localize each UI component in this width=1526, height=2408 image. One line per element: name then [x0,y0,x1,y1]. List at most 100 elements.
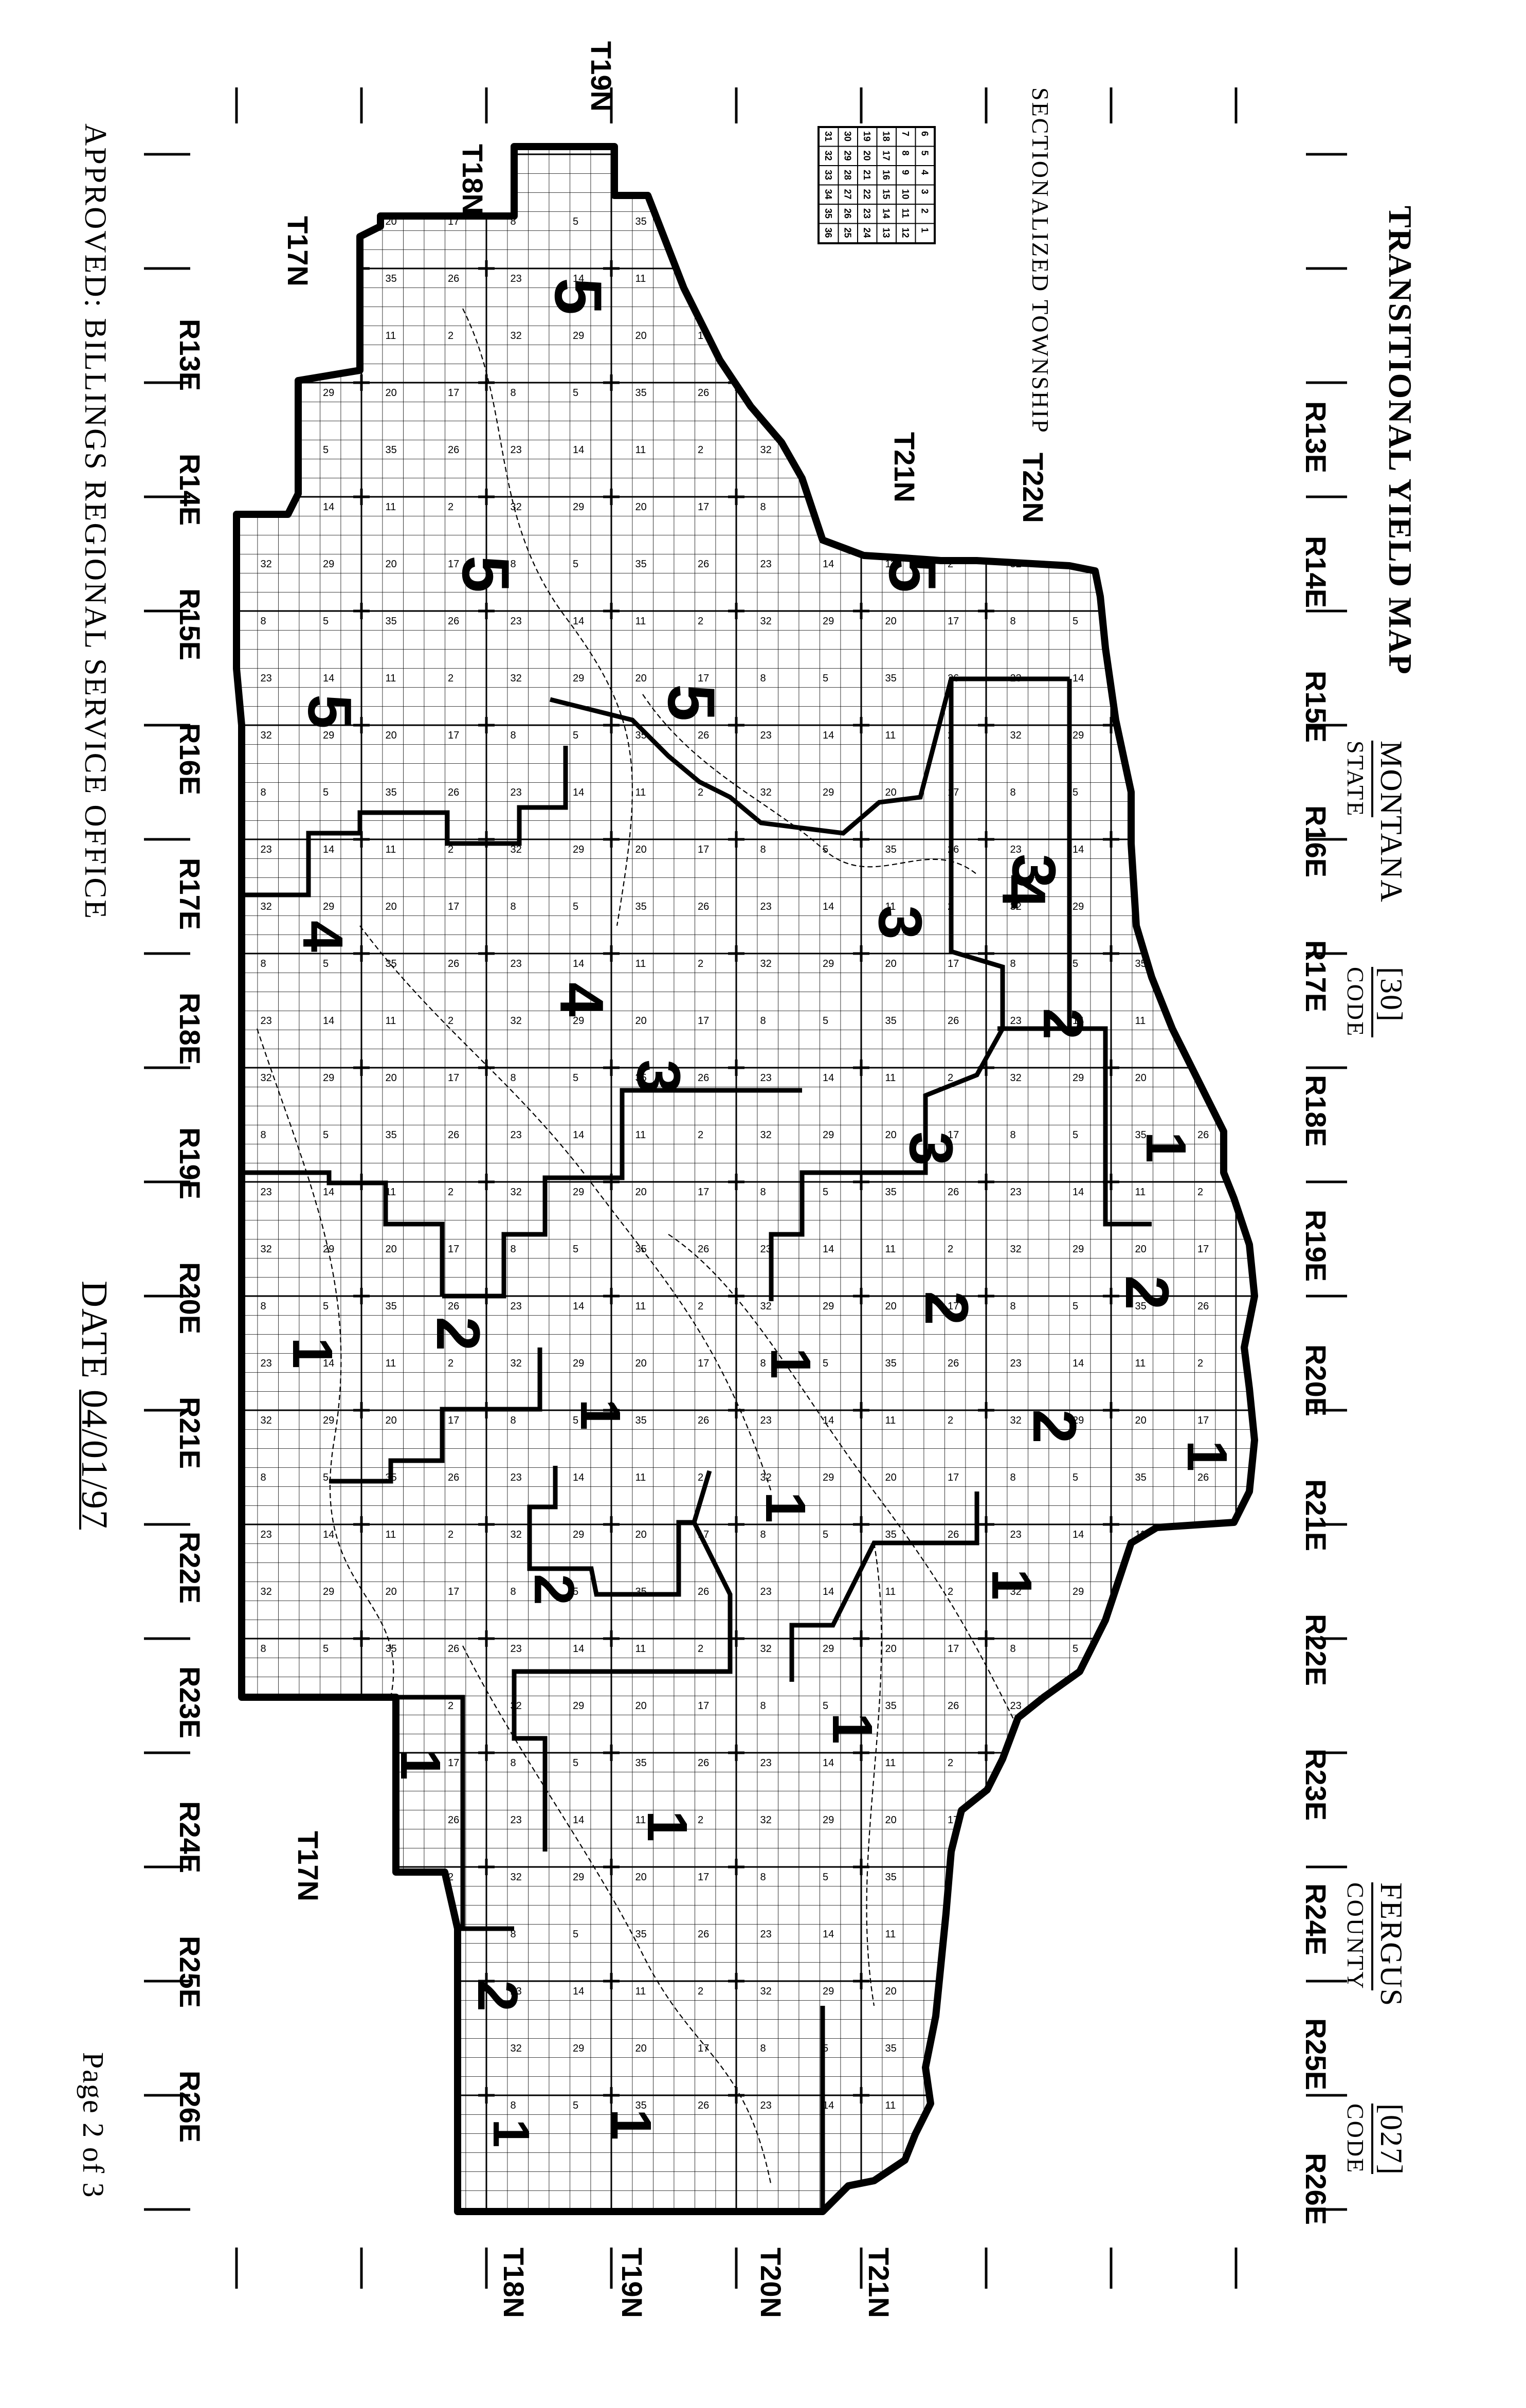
section-number: 8 [261,1301,266,1312]
corner-mark [853,1630,869,1647]
legend-cell-number: 36 [823,228,833,238]
yield-zone-line [442,1088,802,1299]
section-number: 14 [823,2100,834,2111]
section-number: 26 [948,330,959,342]
yield-zone-line [527,1466,712,1597]
section-number: 2 [698,273,703,284]
section-number: 32 [261,1072,272,1084]
corner-mark [603,831,620,848]
section-number: 29 [323,1244,334,1255]
section-number: 5 [323,273,329,284]
date-value: 04/01/97 [74,1389,115,1530]
corner-mark [353,1288,370,1304]
range-label-right: R15E [1300,671,1332,743]
section-number: 26 [1197,1814,1209,1826]
township-label-top-right: T21N [888,432,921,502]
section-number: 5 [823,673,828,684]
section-number: 32 [760,273,772,284]
corner-mark [853,1859,869,1875]
section-number: 29 [1073,1415,1084,1426]
corner-mark [478,489,495,505]
corner-mark [603,489,620,505]
corner-mark [353,831,370,848]
corner-mark [603,603,620,619]
section-number: 14 [823,1757,834,1769]
section-number: 35 [635,1244,647,1255]
corner-mark [978,1288,994,1304]
range-label-right: R20E [1300,1344,1332,1416]
legend-title-text: SECTIONALIZED TOWNSHIP [1027,87,1053,434]
section-number: 11 [885,901,896,912]
section-number: 2 [698,958,703,969]
section-number: 20 [386,730,397,741]
section-number: 23 [1010,1529,1022,1540]
section-number: 32 [261,901,272,912]
corner-mark [978,260,994,277]
section-number: 32 [261,1415,272,1426]
range-label-left: R18E [174,993,206,1065]
legend-cell-number: 31 [823,131,833,141]
section-number: 26 [1197,616,1209,627]
range-label-left: R21E [174,1397,206,1469]
section-number: 26 [1197,444,1209,456]
section-number: 11 [885,1072,896,1084]
section-number: 2 [1197,2043,1203,2054]
corner-mark [1103,374,1119,391]
section-number: 20 [1135,1929,1147,1940]
section-number: 14 [573,1986,584,1997]
range-label-right: R18E [1300,1075,1332,1147]
section-number: 14 [823,387,834,399]
section-number: 8 [261,1814,266,1826]
corner-mark [728,489,744,505]
section-number: 5 [323,616,329,627]
legend-cell-number: 13 [881,228,892,238]
section-number: 20 [635,1358,647,1369]
yield-zone-number: 1 [389,1749,452,1780]
range-label-left: R26E [174,2071,206,2143]
section-number: 2 [1197,1358,1203,1369]
range-label-left: R14E [174,454,206,526]
section-number: 11 [885,1757,896,1769]
section-number: 20 [1135,1586,1147,1597]
corner-mark [978,1973,994,1989]
section-number: 2 [948,387,953,399]
section-number: 26 [1197,1301,1209,1312]
section-number: 8 [1010,273,1016,284]
section-number: 20 [386,2100,397,2111]
section-number: 29 [823,1643,834,1655]
section-number: 14 [323,2043,334,2054]
legend-cell-number: 25 [843,228,853,238]
section-number: 32 [261,1929,272,1940]
section-number: 35 [885,673,897,684]
corner-mark [603,1630,620,1647]
corner-mark [603,374,620,391]
section-number: 8 [760,673,766,684]
corner-mark [1103,1059,1119,1076]
section-number: 5 [573,1072,578,1084]
range-label-left: R16E [174,723,206,795]
section-number: 23 [760,216,772,227]
section-number: 5 [823,844,828,855]
section-number: 20 [885,273,897,284]
section-number: 26 [448,1472,459,1483]
corner-mark [978,1059,994,1076]
corner-mark [478,2087,495,2104]
yield-zone-number: 1 [821,1713,884,1744]
corner-mark [728,603,744,619]
section-number: 2 [1197,673,1203,684]
section-number: 8 [1010,444,1016,456]
section-number: 35 [885,1187,897,1198]
section-number: 35 [1135,787,1147,798]
section-number: 2 [698,1472,703,1483]
section-number: 35 [885,330,897,342]
section-number: 32 [261,1757,272,1769]
section-number: 8 [261,444,266,456]
section-number: 2 [948,2100,953,2111]
section-number: 23 [760,387,772,399]
section-number: 35 [386,1301,397,1312]
section-number: 35 [885,1700,897,1712]
corner-mark [353,1402,370,1418]
corner-mark [603,1288,620,1304]
section-number: 26 [1197,958,1209,969]
